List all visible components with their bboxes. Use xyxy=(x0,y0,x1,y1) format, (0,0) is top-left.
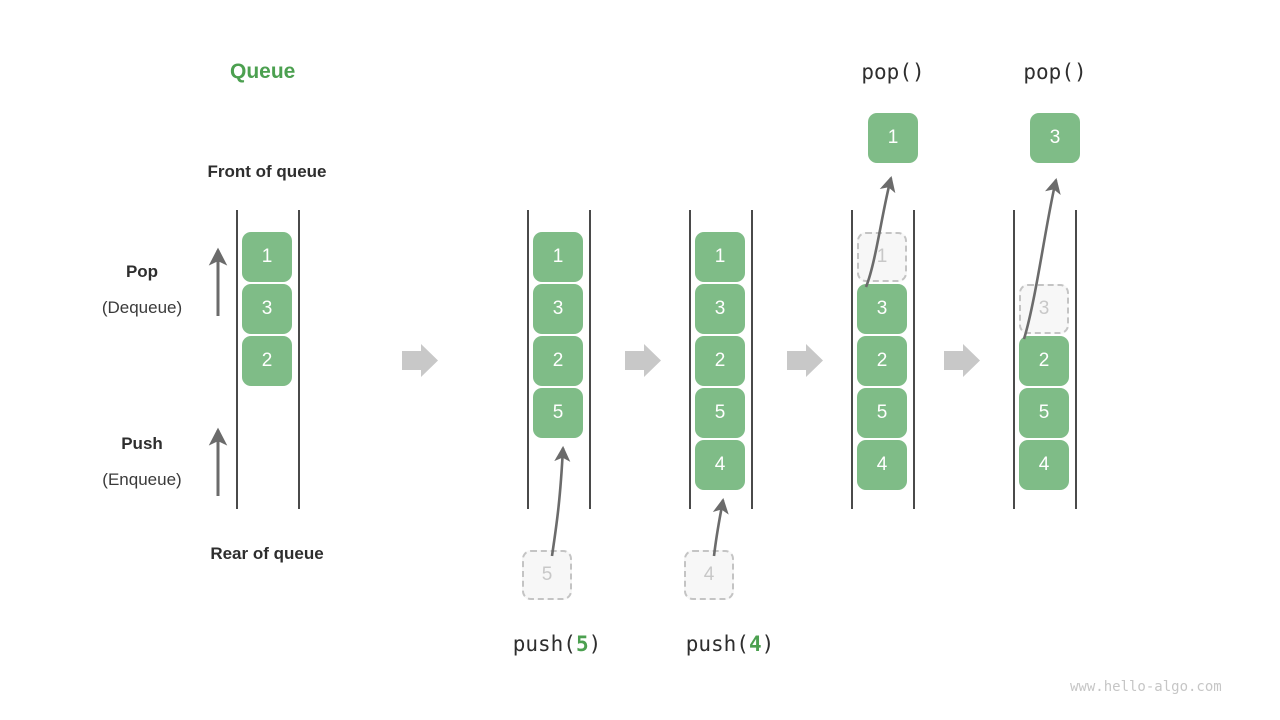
popped-element: 1 xyxy=(868,113,918,163)
queue-element: 3 xyxy=(695,284,745,334)
queue-rail-left xyxy=(689,210,691,509)
push-4-suffix: ) xyxy=(761,632,775,656)
queue-element: 4 xyxy=(1019,440,1069,490)
push-4-value: 4 xyxy=(748,632,762,656)
queue-element: 3 xyxy=(242,284,292,334)
queue-element: 2 xyxy=(533,336,583,386)
queue-element: 2 xyxy=(242,336,292,386)
queue-element: 5 xyxy=(533,388,583,438)
pop-label: Pop xyxy=(125,262,159,281)
queue-rail-right xyxy=(298,210,300,509)
queue-ghost-element: 3 xyxy=(1019,284,1069,334)
queue-element: 5 xyxy=(1019,388,1069,438)
queue-element: 5 xyxy=(695,388,745,438)
step-arrow-2 xyxy=(625,344,661,377)
push-label: Push xyxy=(121,434,163,453)
front-of-queue-label: Front of queue xyxy=(207,162,327,181)
queue-ghost-element: 1 xyxy=(857,232,907,282)
dequeue-label: (Dequeue) xyxy=(101,298,183,317)
queue-rail-left xyxy=(851,210,853,509)
queue-element: 5 xyxy=(857,388,907,438)
queue-rail-right xyxy=(1075,210,1077,509)
push-5-suffix: ) xyxy=(588,632,602,656)
queue-element: 1 xyxy=(533,232,583,282)
queue-element: 4 xyxy=(857,440,907,490)
step-arrow-3 xyxy=(787,344,823,377)
push-5-arrow xyxy=(550,445,571,557)
page-title: Queue xyxy=(230,60,296,83)
popped-element: 3 xyxy=(1030,113,1080,163)
push-5-prefix: push( xyxy=(512,632,576,656)
queue-element: 1 xyxy=(242,232,292,282)
queue-rail-right xyxy=(751,210,753,509)
enqueue-label: (Enqueue) xyxy=(102,470,182,489)
push-4-arrow xyxy=(712,497,729,557)
queue-element: 3 xyxy=(533,284,583,334)
push-5-caption: push(5) xyxy=(477,632,637,656)
queue-element: 2 xyxy=(1019,336,1069,386)
queue-rail-left xyxy=(236,210,238,509)
queue-rail-left xyxy=(527,210,529,509)
queue-element: 3 xyxy=(857,284,907,334)
watermark: www.hello-algo.com xyxy=(1070,679,1222,695)
push-4-caption: push(4) xyxy=(650,632,810,656)
step-arrow-4 xyxy=(944,344,980,377)
pop-caption-2: pop() xyxy=(1023,60,1087,84)
step-arrow-1 xyxy=(402,344,438,377)
incoming-element-ghost: 5 xyxy=(522,550,572,600)
queue-rail-right xyxy=(913,210,915,509)
queue-rail-left xyxy=(1013,210,1015,509)
queue-element: 4 xyxy=(695,440,745,490)
incoming-element-ghost: 4 xyxy=(684,550,734,600)
queue-rail-right xyxy=(589,210,591,509)
push-5-value: 5 xyxy=(575,632,589,656)
queue-element: 2 xyxy=(695,336,745,386)
rear-of-queue-label: Rear of queue xyxy=(210,544,324,563)
queue-element: 1 xyxy=(695,232,745,282)
push-4-prefix: push( xyxy=(685,632,749,656)
pop-caption-1: pop() xyxy=(861,60,925,84)
queue-element: 2 xyxy=(857,336,907,386)
